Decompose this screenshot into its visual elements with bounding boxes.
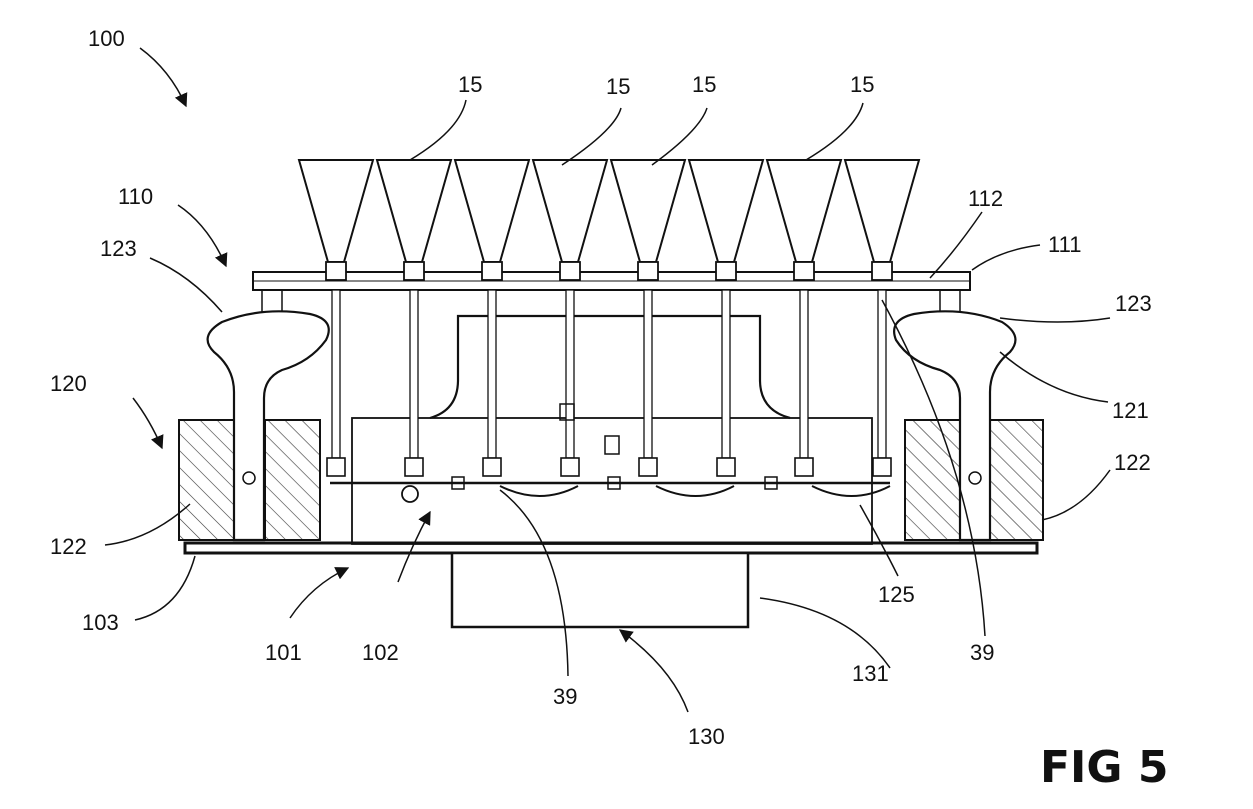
- label-39-right: 39: [970, 640, 994, 665]
- funnel-1: [299, 160, 373, 262]
- label-101: 101: [265, 640, 302, 665]
- label-15-a: 15: [458, 72, 482, 97]
- label-123-right: 123: [1115, 291, 1152, 316]
- funnel-4: [533, 160, 607, 262]
- label-122-right: 122: [1114, 450, 1151, 475]
- label-112: 112: [968, 186, 1003, 211]
- label-103: 103: [82, 610, 119, 635]
- box-130: [452, 553, 748, 627]
- funnel-5: [611, 160, 685, 262]
- upper-cover-outline: [430, 316, 790, 418]
- funnel-8: [845, 160, 919, 262]
- label-111: 111: [1048, 232, 1081, 257]
- label-100: 100: [88, 26, 125, 51]
- label-122-left: 122: [50, 534, 87, 559]
- needle-assembly: [326, 262, 892, 476]
- collection-bowl-2: [656, 486, 734, 496]
- housing-frame: [352, 418, 872, 544]
- hatched-block-right-outer: [988, 420, 1043, 540]
- label-120: 120: [50, 371, 87, 396]
- label-110: 110: [118, 184, 153, 209]
- hatched-block-right-inner: [905, 420, 960, 540]
- label-123-left: 123: [100, 236, 137, 261]
- label-125: 125: [878, 582, 915, 607]
- figure-title: FIG 5: [1040, 742, 1168, 793]
- label-15-d: 15: [850, 72, 874, 97]
- collection-bowl-3: [812, 486, 890, 496]
- label-39-left: 39: [553, 684, 577, 709]
- label-121: 121: [1112, 398, 1149, 423]
- label-15-b: 15: [606, 74, 630, 99]
- funnel-2: [377, 160, 451, 262]
- hatched-block-left-outer: [179, 420, 234, 540]
- label-131: 131: [852, 661, 889, 686]
- label-15-c: 15: [692, 72, 716, 97]
- funnel-row: [299, 160, 919, 262]
- funnel-7: [767, 160, 841, 262]
- label-130: 130: [688, 724, 725, 749]
- funnel-6: [689, 160, 763, 262]
- collection-bowl-1: [500, 486, 578, 496]
- label-102: 102: [362, 640, 399, 665]
- valve-dial: [402, 486, 418, 502]
- hatched-block-left-inner: [265, 420, 320, 540]
- funnel-3: [455, 160, 529, 262]
